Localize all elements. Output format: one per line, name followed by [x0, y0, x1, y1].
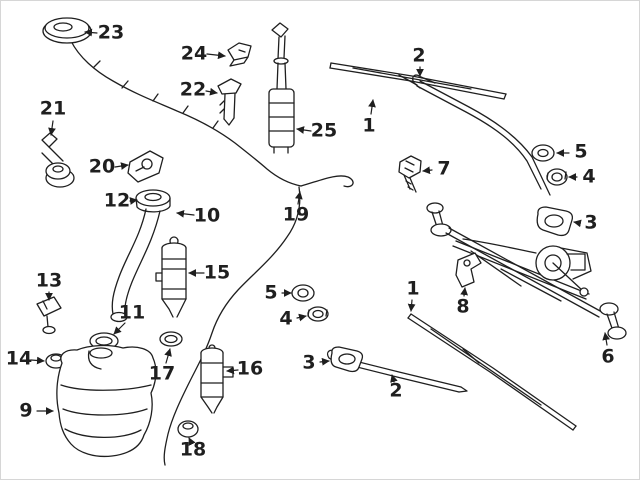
part-21-check-valve — [41, 132, 75, 188]
part-24-nozzle-jet — [227, 42, 252, 67]
callout-leader-lines — [30, 28, 611, 447]
callout-leader-10 — [176, 209, 195, 218]
part-1-wiper-blade-bottom — [407, 313, 577, 431]
callout-leader-16 — [226, 366, 239, 375]
callout-leader-1 — [368, 99, 376, 115]
part-18-plug — [177, 420, 199, 438]
callout-leader-11 — [113, 322, 126, 335]
callout-leader-18 — [188, 437, 196, 447]
part-25-nozzle-assembly — [268, 22, 295, 154]
part-3-pivot-cap-bottom — [330, 346, 364, 373]
part-2-wiper-arm-top — [412, 74, 551, 196]
part-3-pivot-cap-right — [536, 206, 574, 237]
part-22-washer-nozzle — [217, 78, 242, 126]
part-19-washer-hose — [70, 40, 354, 466]
callout-leader-25 — [296, 126, 312, 134]
part-11-grommet-seal — [89, 332, 119, 350]
callout-leader-6 — [602, 332, 611, 346]
callout-leader-2 — [390, 374, 398, 383]
callout-leader-7 — [422, 166, 433, 175]
callout-leader-3 — [319, 357, 330, 366]
callout-leader-12 — [129, 197, 138, 205]
callout-leader-22 — [205, 87, 218, 96]
callout-leader-14 — [30, 356, 45, 365]
part-4-nut-bottom — [307, 306, 329, 322]
part-5-washer-bottom — [291, 284, 315, 302]
callout-leader-23 — [84, 28, 98, 37]
part-13-level-sensor — [36, 296, 62, 335]
part-16-washer-pump — [200, 344, 234, 414]
part-23-cap — [42, 17, 92, 44]
part-7-bolt — [398, 155, 422, 193]
callout-leader-1 — [407, 299, 416, 312]
part-6-wiper-linkage-assembly — [426, 202, 627, 340]
part-1-wiper-blade-top — [329, 62, 507, 100]
part-9-washer-reservoir — [56, 344, 157, 458]
part-20-clip — [127, 150, 164, 183]
part-12-reservoir-cap — [135, 189, 171, 213]
callout-leader-19 — [294, 191, 303, 205]
callout-leader-17 — [164, 348, 172, 364]
part-5-washer-right — [531, 144, 555, 162]
part-8-mount-bracket — [455, 252, 482, 288]
part-15-washer-pump — [155, 236, 187, 318]
callout-leader-24 — [206, 51, 226, 60]
part-4-nut-right — [546, 168, 568, 186]
callout-leader-20 — [114, 162, 129, 170]
callout-leader-21 — [48, 120, 56, 136]
callout-leader-3 — [573, 219, 582, 228]
part-17-seal-ring — [159, 331, 183, 347]
callout-leader-8 — [460, 287, 468, 297]
callout-leader-4 — [296, 313, 307, 322]
part-10-filler-neck — [110, 208, 161, 323]
